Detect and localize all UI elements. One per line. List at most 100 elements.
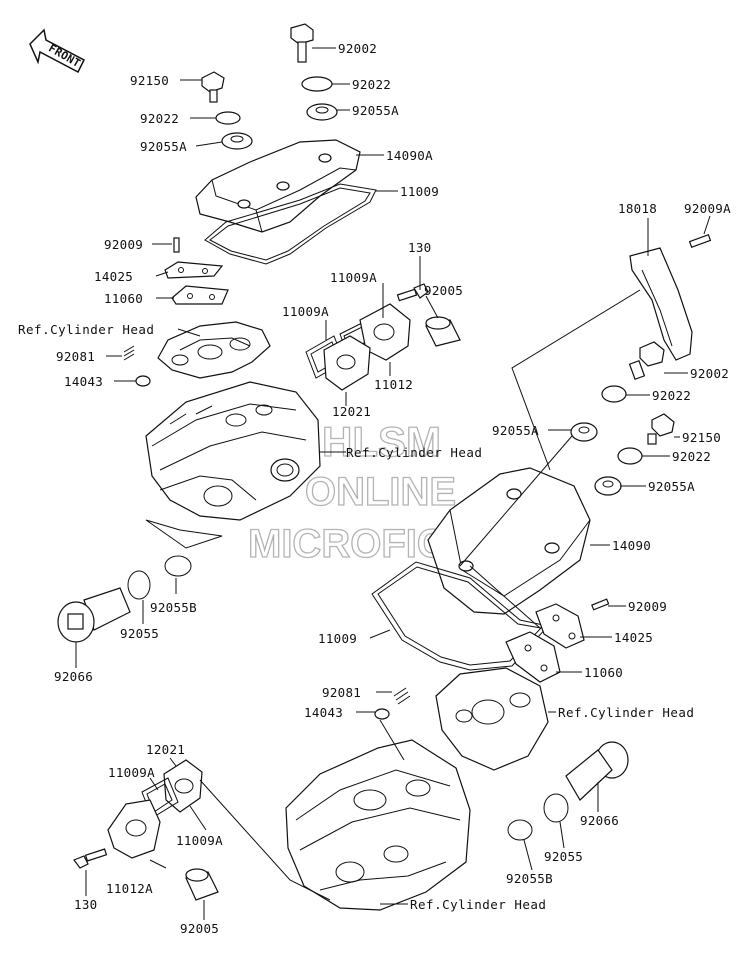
- gasket-11060-top-icon: [171, 285, 229, 305]
- bolt-92002-top-icon: [290, 23, 314, 63]
- spring-92081-top-icon: [123, 345, 135, 361]
- label-11060-bottom: 11060: [584, 665, 623, 680]
- bolt-92002-right-icon: [628, 341, 665, 380]
- label-92005-top: 92005: [424, 283, 463, 298]
- label-14090A: 14090A: [386, 148, 433, 163]
- watermark-line2: ONLINE: [305, 470, 456, 514]
- holder-12021-top-icon: [323, 335, 371, 391]
- label-11009-bottom: 11009: [318, 631, 357, 646]
- label-92150-right: 92150: [682, 430, 721, 445]
- front-arrow-label: FRONT: [46, 42, 83, 71]
- grommet-92055A-top-icon: [306, 103, 338, 121]
- label-92022-top-left: 92022: [140, 111, 179, 126]
- label-11009-top: 11009: [400, 184, 439, 199]
- watermark-line1: HLSM: [322, 418, 441, 465]
- label-92066-bottom: 92066: [580, 813, 619, 828]
- label-92009-top: 92009: [104, 237, 143, 252]
- label-14043-top: 14043: [64, 374, 103, 389]
- label-92055A-top-left: 92055A: [140, 139, 187, 154]
- washer-92022-top-icon: [301, 76, 333, 92]
- label-92081-bottom: 92081: [322, 685, 361, 700]
- label-11060-top: 11060: [104, 291, 143, 306]
- sleeve-92005-bottom-icon: [185, 868, 219, 901]
- cylinder-head-bottom-icon: [285, 739, 471, 911]
- head-section-outline: [145, 519, 223, 549]
- grommet-92055A-right-left-icon: [570, 422, 598, 442]
- plug-92066-bottom-icon: [565, 741, 629, 801]
- bolt-92150-top-icon: [201, 71, 225, 103]
- label-92055B-bottom: 92055B: [506, 871, 553, 886]
- grommet-92055A-left-icon: [221, 132, 253, 150]
- label-92055-top: 92055: [120, 626, 159, 641]
- plate-14025-top-icon: [164, 261, 224, 279]
- washer-92022-right2-icon: [617, 447, 643, 465]
- spring-92081-bottom-icon: [393, 687, 411, 705]
- label-11009A-top-right: 11009A: [330, 270, 377, 285]
- label-92005-bottom: 92005: [180, 921, 219, 936]
- label-11009A-top-left: 11009A: [282, 304, 329, 319]
- label-92002-right: 92002: [690, 366, 729, 381]
- cylinder-head-left-icon: [145, 381, 321, 521]
- plug-14043-bottom-icon: [374, 708, 390, 720]
- label-11009A-bottom-left: 11009A: [108, 765, 155, 780]
- label-92055-bottom: 92055: [544, 849, 583, 864]
- part-labels: 92002 92150 92022 92022 92055A 92055A 14…: [18, 41, 731, 936]
- label-11012-top: 11012: [374, 377, 413, 392]
- label-18018: 18018: [618, 201, 657, 216]
- label-130-bottom: 130: [74, 897, 97, 912]
- label-14025-bottom: 14025: [614, 630, 653, 645]
- label-92022-right2: 92022: [672, 449, 711, 464]
- front-arrow-icon: FRONT: [29, 28, 85, 74]
- label-92066-top: 92066: [54, 669, 93, 684]
- bolt-92009-top-icon: [173, 237, 180, 253]
- label-130-top: 130: [408, 240, 431, 255]
- cylinder-head-piece-top-icon: [157, 321, 271, 379]
- ref-cylinder-head-bottom-mid: Ref.Cylinder Head: [410, 897, 546, 912]
- label-92055B-top: 92055B: [150, 600, 197, 615]
- label-12021-bottom: 12021: [146, 742, 185, 757]
- label-92055A-right-right: 92055A: [648, 479, 695, 494]
- chain-guide-18018-icon: [629, 247, 693, 361]
- sleeve-92005-top-icon: [425, 316, 461, 347]
- leader-lines: [75, 47, 711, 920]
- label-92150-top: 92150: [130, 73, 169, 88]
- label-92022-right1: 92022: [652, 388, 691, 403]
- label-92009-bottom: 92009: [628, 599, 667, 614]
- label-92022-top-right: 92022: [352, 77, 391, 92]
- oring-92055B-bottom-icon: [507, 819, 533, 841]
- grommet-92055A-right-right-icon: [594, 476, 622, 496]
- holder-12021-bottom-icon: [163, 759, 203, 813]
- label-11012A: 11012A: [106, 881, 153, 896]
- label-14025-top: 14025: [94, 269, 133, 284]
- ref-cylinder-head-top-left: Ref.Cylinder Head: [18, 322, 154, 337]
- bolt-92150-right-icon: [647, 413, 675, 445]
- label-92055A-top-right: 92055A: [352, 103, 399, 118]
- plug-14043-top-icon: [135, 375, 151, 387]
- ref-cylinder-head-bottom-right: Ref.Cylinder Head: [558, 705, 694, 720]
- label-92002-top: 92002: [338, 41, 377, 56]
- ref-cylinder-head-top-mid: Ref.Cylinder Head: [346, 445, 482, 460]
- label-14090: 14090: [612, 538, 651, 553]
- washer-92022-left-icon: [215, 111, 241, 125]
- label-11009A-bottom-right: 11009A: [176, 833, 223, 848]
- oring-92055-top-icon: [127, 570, 151, 600]
- label-92009A: 92009A: [684, 201, 731, 216]
- label-14043-bottom: 14043: [304, 705, 343, 720]
- bolt-130-top-icon: [396, 283, 429, 302]
- plate-14025-bottom-icon: [535, 603, 585, 649]
- bolt-130-bottom-icon: [73, 848, 108, 869]
- label-12021-top: 12021: [332, 404, 371, 419]
- label-92055A-right-left: 92055A: [492, 423, 539, 438]
- cylinder-head-cover-14090A-icon: [195, 139, 361, 233]
- plug-92066-top-icon: [57, 587, 131, 643]
- intake-11012A-icon: [107, 799, 161, 859]
- bolt-92009-bottom-icon: [591, 598, 610, 611]
- oring-92055B-top-icon: [164, 555, 192, 577]
- washer-92022-right1-icon: [601, 385, 627, 403]
- cylinder-head-piece-bottom-icon: [435, 667, 549, 771]
- bolt-92009A-icon: [688, 233, 712, 249]
- gasket-11009-top-icon: [204, 183, 377, 265]
- oring-92055-bottom-icon: [543, 793, 569, 823]
